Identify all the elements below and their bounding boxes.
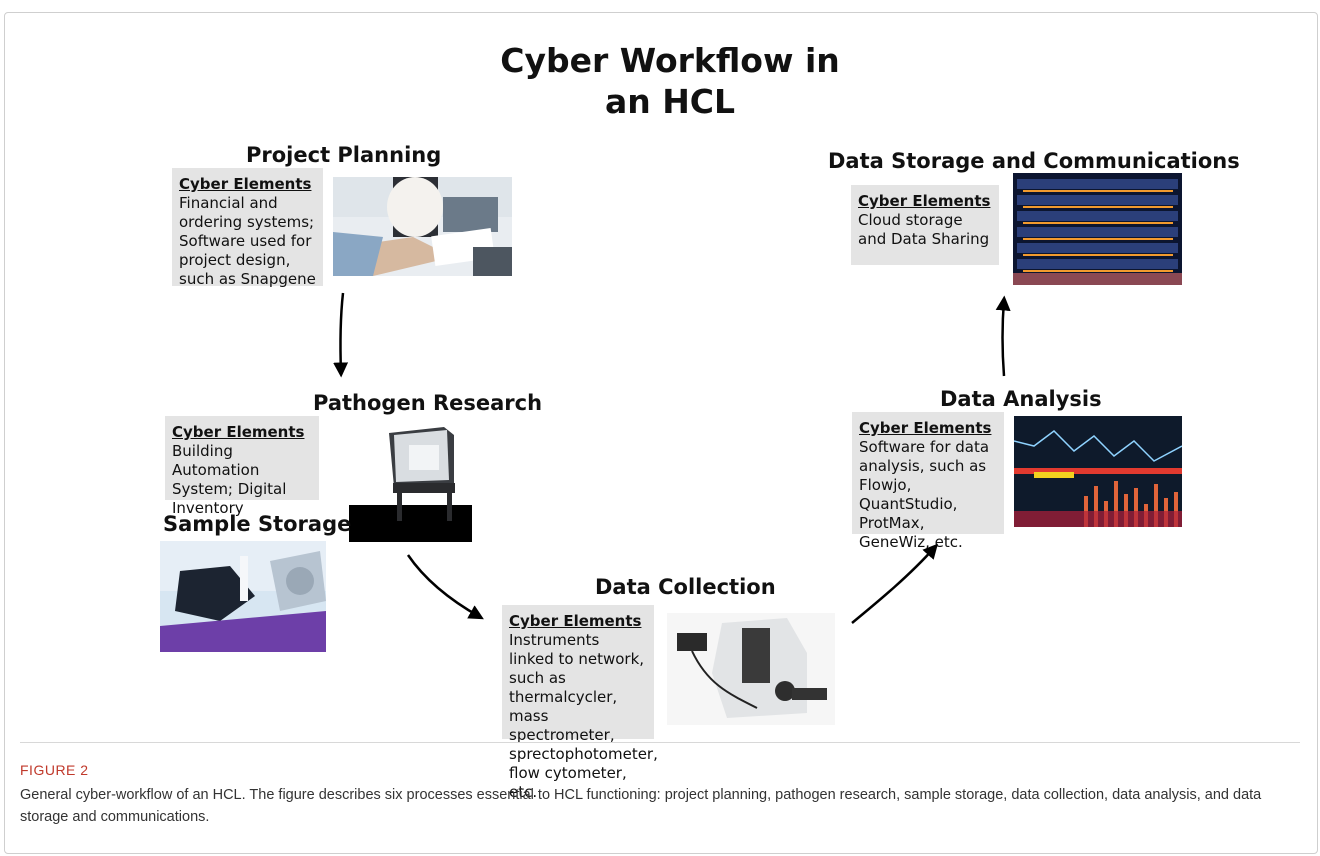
data-storage-title: Data Storage and Communications: [828, 149, 1240, 173]
biosafety-cabinet-photo: [349, 425, 472, 542]
figure-caption-text: General cyber-workflow of an HCL. The fi…: [20, 787, 1262, 825]
server-rack-photo: [1013, 173, 1182, 285]
data-analysis-screen-photo: [1014, 416, 1182, 527]
figure-frame: [4, 12, 1318, 854]
data-storage-cyber-box: Cyber Elements Cloud storage and Data Sh…: [851, 185, 999, 265]
cyber-elements-heading: Cyber Elements: [859, 419, 992, 437]
cyber-elements-heading: Cyber Elements: [179, 175, 312, 193]
sample-storage-photo: [160, 541, 326, 652]
data-collection-title: Data Collection: [595, 575, 776, 599]
data-storage-cyber-text: Cloud storage and Data Sharing: [858, 211, 990, 248]
project-planning-cyber-box: Cyber Elements Financial and ordering sy…: [172, 168, 323, 288]
data-analysis-cyber-text: Software for data analysis, such as Flow…: [859, 438, 990, 551]
data-collection-cyber-text: Instruments linked to network, such as t…: [509, 631, 658, 801]
figure-label: FIGURE 2: [20, 762, 89, 778]
project-planning-photo: [333, 177, 512, 276]
sample-storage-title: Sample Storage: [163, 512, 352, 536]
cyber-elements-heading: Cyber Elements: [509, 612, 642, 630]
diagram-title-line2: an HCL: [604, 82, 736, 121]
data-analysis-cyber-box: Cyber Elements Software for data analysi…: [852, 412, 1004, 551]
caption-divider: [20, 742, 1300, 743]
diagram-title-line1: Cyber Workflow in: [500, 41, 840, 80]
project-planning-cyber-text: Financial and ordering systems; Software…: [179, 194, 316, 288]
lab-instrument-photo: [667, 613, 835, 725]
pathogen-research-cyber-text: Building Automation System; Digital Inve…: [172, 442, 287, 517]
data-collection-cyber-box: Cyber Elements Instruments linked to net…: [502, 605, 658, 801]
data-analysis-title: Data Analysis: [940, 387, 1102, 411]
project-planning-title: Project Planning: [246, 143, 442, 167]
pathogen-research-cyber-box: Cyber Elements Building Automation Syste…: [165, 416, 319, 517]
diagram-title: Cyber Workflow in an HCL: [470, 40, 870, 122]
cyber-elements-heading: Cyber Elements: [858, 192, 991, 210]
cyber-elements-heading: Cyber Elements: [172, 423, 305, 441]
pathogen-research-title: Pathogen Research: [313, 391, 543, 415]
